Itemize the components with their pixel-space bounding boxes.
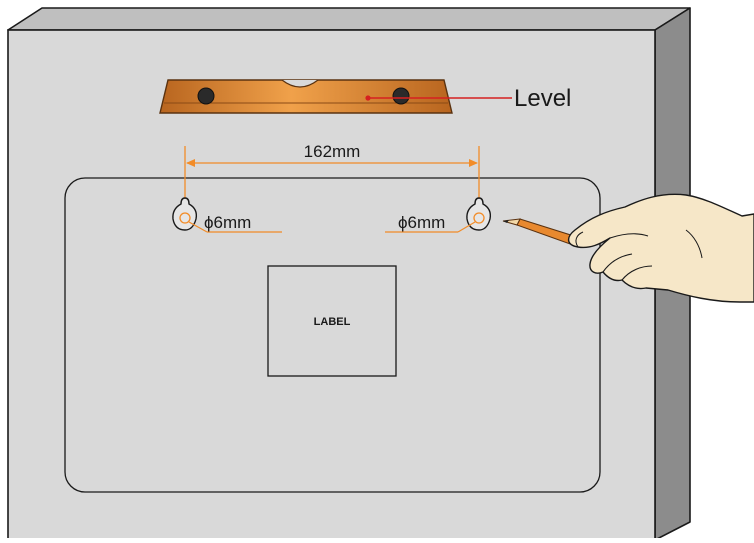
dimension-label: 162mm bbox=[304, 142, 361, 161]
hole-left-label: ϕ6mm bbox=[204, 213, 251, 232]
wall-top-face bbox=[8, 8, 690, 30]
level-vial-right bbox=[393, 88, 409, 104]
hole-right-label: ϕ6mm bbox=[398, 213, 445, 232]
label-text: LABEL bbox=[314, 316, 351, 328]
spirit-level bbox=[160, 80, 452, 113]
level-label: Level bbox=[514, 85, 571, 112]
level-vial-left bbox=[198, 88, 214, 104]
